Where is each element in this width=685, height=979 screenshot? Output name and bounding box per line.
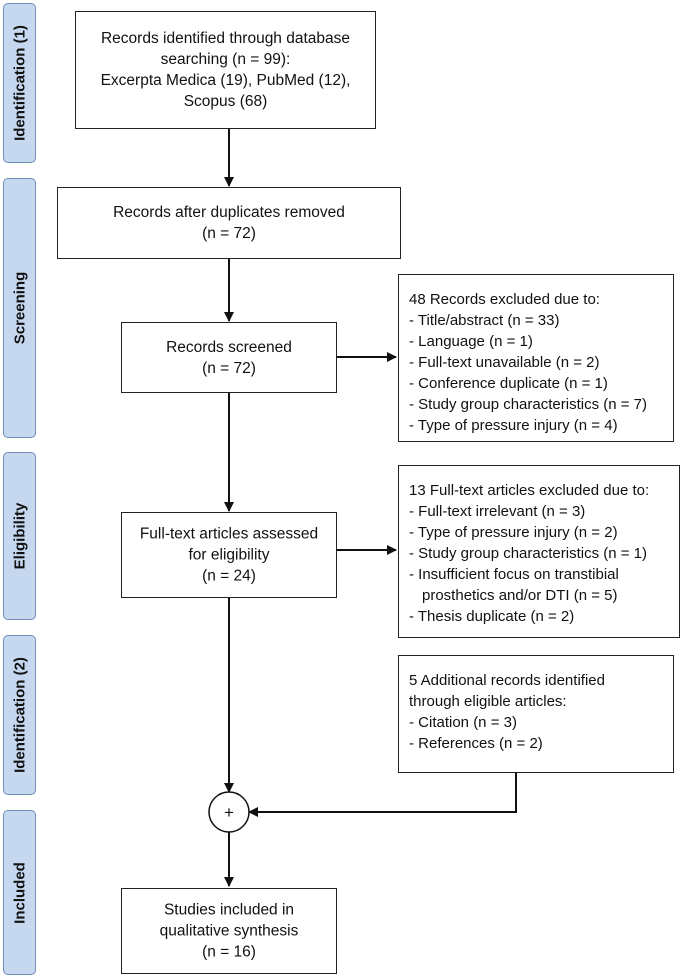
records-identified-line-4: Scopus (68) [183, 93, 268, 110]
excluded-fulltext-line-7: - Thesis duplicate (n = 2) [409, 608, 575, 625]
arrow-additional-to-join [248, 773, 517, 817]
phase-screening: Screening [3, 178, 36, 438]
box-records-identified: Records identified through database sear… [75, 11, 376, 129]
included-studies-line-1: Studies included in [163, 901, 295, 919]
additional-records-line-4: - References (n = 2) [409, 735, 543, 752]
fulltext-assessed-line-2: for eligibility [188, 546, 270, 564]
excluded-fulltext-line-6: prosthetics and/or DTI (n = 5) [422, 587, 618, 604]
additional-records-line-1: 5 Additional records identified [409, 672, 605, 689]
excluded-fulltext-line-1: 13 Full-text articles excluded due to: [409, 482, 650, 499]
additional-records-line-2: through eligible articles: [409, 693, 567, 710]
box-fulltext-assessed: Full-text articles assessed for eligibil… [121, 512, 337, 598]
after-duplicates-line-1: Records after duplicates removed [113, 204, 345, 221]
additional-records-line-3: - Citation (n = 3) [409, 714, 517, 731]
screened-line-2: (n = 72) [202, 359, 256, 377]
box-additional-records: 5 Additional records identified through … [398, 655, 674, 773]
screened-line-1: Records screened [166, 338, 292, 356]
fulltext-assessed-line-3: (n = 24) [202, 567, 256, 585]
fulltext-assessed-line-1: Full-text articles assessed [139, 525, 319, 543]
box-after-duplicates: Records after duplicates removed (n = 72… [57, 187, 401, 259]
excluded-fulltext-line-3: - Type of pressure injury (n = 2) [409, 524, 618, 541]
phase-eligibility: Eligibility [3, 452, 36, 620]
excluded-screening-line-1: 48 Records excluded due to: [409, 291, 600, 308]
box-excluded-fulltext: 13 Full-text articles excluded due to: -… [398, 465, 680, 638]
records-identified-line-1: Records identified through database [100, 30, 351, 47]
after-duplicates-line-2: (n = 72) [202, 225, 256, 242]
excluded-screening-line-7: - Type of pressure injury (n = 4) [409, 417, 618, 434]
join-symbol: + [224, 803, 234, 822]
records-identified-line-2: searching (n = 99): [160, 51, 291, 68]
records-identified-line-3: Excerpta Medica (19), PubMed (12), [100, 72, 351, 89]
excluded-fulltext-line-4: - Study group characteristics (n = 1) [409, 545, 648, 562]
excluded-screening-line-5: - Conference duplicate (n = 1) [409, 375, 608, 392]
excluded-screening-line-4: - Full-text unavailable (n = 2) [409, 354, 600, 371]
phase-included: Included [3, 810, 36, 975]
excluded-fulltext-line-5: - Insufficient focus on transtibial [409, 566, 619, 583]
excluded-fulltext-line-2: - Full-text irrelevant (n = 3) [409, 503, 586, 520]
excluded-screening-line-6: - Study group characteristics (n = 7) [409, 396, 648, 413]
box-excluded-screening: 48 Records excluded due to: - Title/abst… [398, 274, 674, 442]
included-studies-line-3: (n = 16) [202, 943, 256, 961]
excluded-screening-line-2: - Title/abstract (n = 33) [409, 312, 560, 329]
box-screened: Records screened (n = 72) [121, 322, 337, 393]
join-circle [208, 791, 250, 833]
excluded-screening-line-3: - Language (n = 1) [409, 333, 533, 350]
phase-identification-1: Identification (1) [3, 3, 36, 163]
included-studies-line-2: qualitative synthesis [159, 922, 299, 940]
phase-identification-2: Identification (2) [3, 635, 36, 795]
box-included-studies: Studies included in qualitative synthesi… [121, 888, 337, 974]
